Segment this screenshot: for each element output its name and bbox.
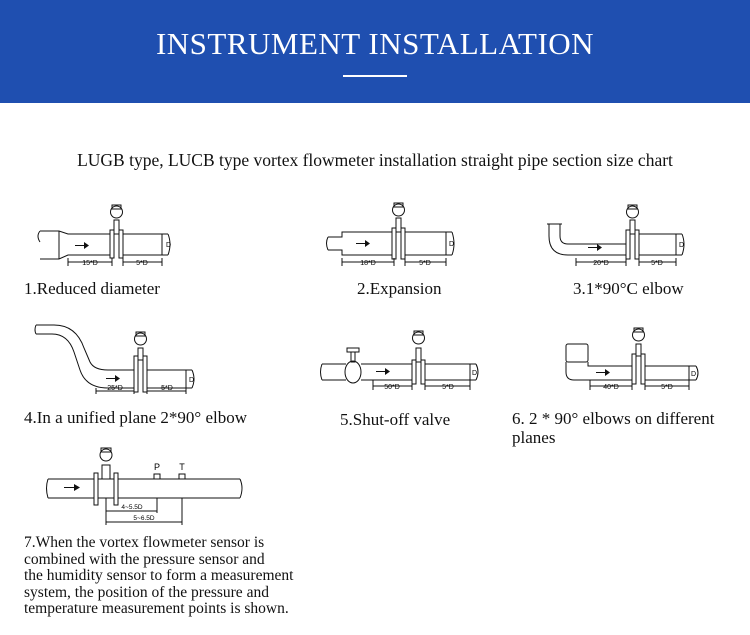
header-banner: INSTRUMENT INSTALLATION bbox=[0, 0, 750, 103]
caption-line: temperature measurement points is shown. bbox=[24, 600, 289, 617]
chart-subtitle: LUGB type, LUCB type vortex flowmeter in… bbox=[77, 150, 673, 170]
caption-double-elbow-same-plane: 4.In a unified plane 2*90° elbow bbox=[24, 408, 248, 427]
diagram-double-elbow-different-planes: 40*D 5*D D bbox=[565, 327, 699, 391]
page-title: INSTRUMENT INSTALLATION bbox=[155, 26, 595, 61]
pressure-point-label: P bbox=[154, 462, 160, 472]
diagram-shutoff-valve: 50*D 5*D D bbox=[320, 330, 479, 391]
diagram-single-elbow: 20*D 5*D D bbox=[547, 204, 685, 267]
caption-line: system, the position of the pressure and bbox=[24, 583, 269, 601]
caption-line: 6. 2 * 90° elbows on different bbox=[512, 409, 715, 428]
temperature-point-label: T bbox=[179, 462, 185, 472]
caption-line: combined with the pressure sensor and bbox=[24, 550, 265, 568]
caption-reduced-diameter: 1.Reduced diameter bbox=[24, 279, 160, 298]
diameter-label: D bbox=[679, 242, 684, 249]
diameter-label: D bbox=[691, 371, 696, 378]
caption-single-elbow: 3.1*90°C elbow bbox=[573, 279, 684, 298]
caption-line: planes bbox=[512, 428, 556, 447]
caption-line: 7.When the vortex flowmeter sensor is bbox=[24, 534, 265, 551]
upstream-length-label: 15*D bbox=[82, 260, 98, 267]
caption-line: the humidity sensor to form a measuremen… bbox=[24, 567, 294, 584]
title-underline bbox=[343, 75, 407, 77]
caption-shutoff-valve: 5.Shut-off valve bbox=[340, 410, 451, 429]
temperature-distance-label: 5~6.5D bbox=[133, 515, 154, 522]
downstream-length-label: 5*D bbox=[419, 260, 431, 267]
diameter-label: D bbox=[166, 242, 171, 249]
diagram-double-elbow-same-plane: 25*D 5*D D bbox=[34, 324, 195, 394]
caption-expansion: 2.Expansion bbox=[357, 279, 442, 298]
downstream-length-label: 5*D bbox=[136, 260, 148, 267]
pressure-distance-label: 4~5.5D bbox=[121, 504, 142, 511]
diagram-reduced-diameter: 15*D 5*D D bbox=[37, 204, 171, 267]
diameter-label: D bbox=[189, 377, 194, 384]
upstream-length-label: 18*D bbox=[360, 260, 376, 267]
upstream-length-label: 50*D bbox=[384, 384, 400, 391]
caption-pressure-temperature-points: 7.When the vortex flowmeter sensor is co… bbox=[24, 534, 294, 618]
downstream-length-label: 5*D bbox=[442, 384, 454, 391]
diameter-label: D bbox=[449, 241, 454, 248]
diameter-label: D bbox=[472, 370, 477, 377]
upstream-length-label: 40*D bbox=[603, 384, 619, 391]
downstream-length-label: 5*D bbox=[651, 260, 663, 267]
caption-double-elbow-different-planes: 6. 2 * 90° elbows on different planes bbox=[512, 409, 714, 447]
diagram-pressure-temperature-points: P T 4~5.5D 5~6.5D bbox=[46, 447, 243, 525]
upstream-length-label: 25*D bbox=[107, 385, 123, 392]
downstream-length-label: 5*D bbox=[161, 385, 173, 392]
downstream-length-label: 5*D bbox=[661, 384, 673, 391]
upstream-length-label: 20*D bbox=[593, 260, 609, 267]
diagram-expansion: 18*D 5*D D bbox=[326, 202, 455, 267]
